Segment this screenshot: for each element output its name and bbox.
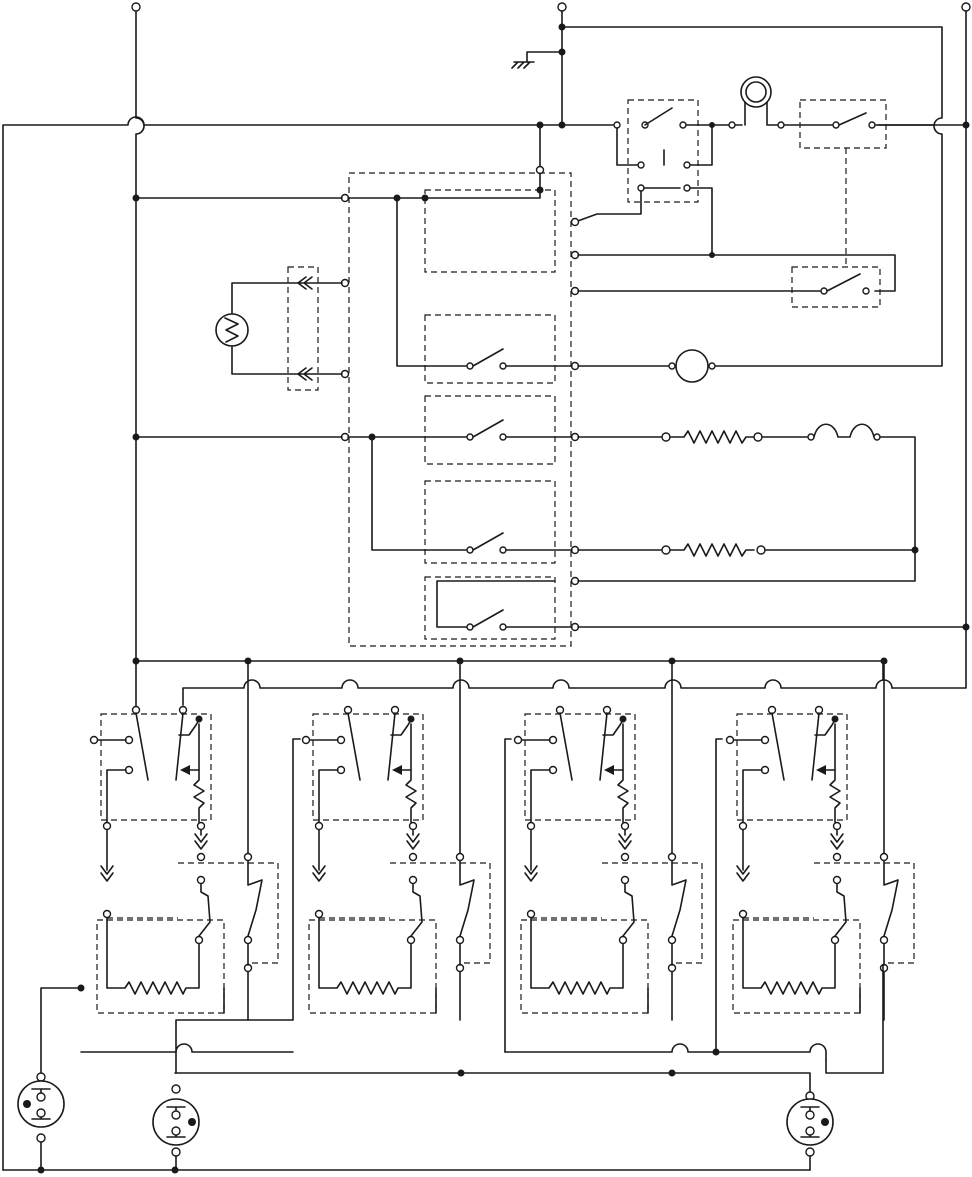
control-board — [133, 125, 579, 646]
bake-element-icon — [670, 544, 754, 556]
door-switch-assembly — [575, 100, 742, 258]
supply-terminal-l1 — [132, 3, 140, 11]
relay-clock — [425, 190, 555, 272]
motor-icon — [676, 350, 708, 382]
relay-broil — [425, 396, 555, 464]
thermal-fuse-icon — [814, 424, 874, 437]
bottom-wiring — [3, 739, 883, 1174]
ground-icon — [512, 52, 562, 68]
thermistor-icon — [216, 314, 248, 346]
supply-terminal-l2 — [962, 3, 970, 11]
infinite-switch — [101, 714, 211, 820]
power-supply-wiring — [3, 3, 970, 1170]
receptacle-left — [18, 1073, 64, 1170]
light-switch — [784, 100, 934, 268]
oven-lamp — [729, 77, 784, 128]
surface-unit-1 — [91, 658, 279, 1021]
oven-temp-sensor — [216, 267, 342, 390]
surface-unit-2 — [303, 658, 491, 1021]
oven-loads — [578, 255, 970, 631]
surface-bus — [133, 658, 893, 706]
broil-element-icon — [670, 431, 754, 443]
receptacle-right — [787, 1092, 833, 1170]
relay-lock — [425, 577, 555, 639]
surface-unit-3 — [515, 658, 703, 1021]
relay-convection — [425, 315, 555, 383]
receptacle-middle — [153, 1085, 199, 1170]
infinite-switch — [737, 714, 847, 820]
surface-unit-4 — [727, 658, 915, 1021]
infinite-switch — [525, 714, 635, 820]
infinite-switch — [313, 714, 423, 820]
supply-terminal-n — [558, 3, 566, 11]
